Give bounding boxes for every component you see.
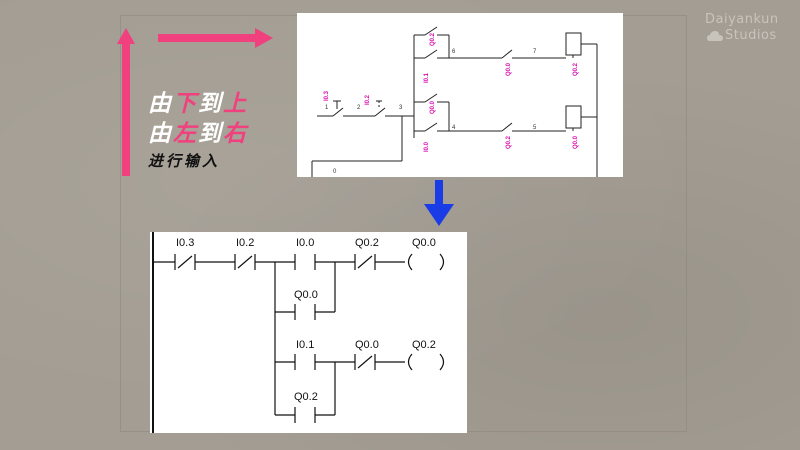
label-i02: I0.2 bbox=[365, 94, 371, 105]
relay-circuit-panel: I0.3 I0.2 Q0.2 I0.1 Q0.0 Q0.2 Q0.0 I0.0 … bbox=[297, 13, 623, 177]
ladder-label-q00-coil: Q0.0 bbox=[412, 237, 436, 249]
node-number: 3 bbox=[399, 105, 403, 111]
node-number: 5 bbox=[533, 125, 537, 131]
caption-char: 到 bbox=[198, 91, 223, 117]
arrow-right-icon bbox=[158, 28, 273, 48]
ladder-label-q00-branch: Q0.0 bbox=[294, 289, 318, 301]
label-q00-coil: Q0.0 bbox=[573, 135, 579, 149]
label-q00-mid: Q0.0 bbox=[506, 62, 512, 76]
label-q00-switch: Q0.0 bbox=[430, 100, 436, 114]
ladder-label-i01: I0.1 bbox=[296, 339, 314, 351]
ladder-diagram-panel: I0.3 I0.2 I0.0 Q0.2 Q0.0 Q0.0 I0.1 Q0.0 … bbox=[150, 232, 467, 433]
caption-char: 到 bbox=[198, 121, 223, 147]
ladder-label-i02: I0.2 bbox=[236, 237, 254, 249]
caption-char-accent: 下 bbox=[173, 91, 198, 117]
studio-logo: Daiyankun Studios bbox=[705, 12, 795, 46]
node-number: 2 bbox=[357, 105, 361, 111]
node-number: 0 bbox=[333, 169, 337, 175]
label-i03: I0.3 bbox=[324, 90, 330, 101]
caption-left-to-right: 由左到右 bbox=[148, 114, 248, 148]
caption-bottom-to-top: 由下到上 bbox=[148, 84, 248, 118]
node-number: 4 bbox=[452, 125, 456, 131]
arrow-up-icon bbox=[117, 28, 135, 176]
node-number: 1 bbox=[325, 105, 329, 111]
ladder-diagram: I0.3 I0.2 I0.0 Q0.2 Q0.0 Q0.0 I0.1 Q0.0 … bbox=[152, 232, 445, 433]
node-number: 7 bbox=[533, 49, 537, 55]
label-q02-coil: Q0.2 bbox=[573, 62, 579, 76]
label-q02-mid: Q0.2 bbox=[506, 135, 512, 149]
ladder-label-q02-branch: Q0.2 bbox=[294, 391, 318, 403]
caption-char-accent: 左 bbox=[173, 121, 198, 147]
ladder-label-q02-nc: Q0.2 bbox=[355, 237, 379, 249]
label-q02-switch: Q0.2 bbox=[430, 32, 436, 46]
logo-line1: Daiyankun bbox=[705, 12, 779, 27]
ladder-label-q02-coil: Q0.2 bbox=[412, 339, 436, 351]
cloud-icon bbox=[707, 31, 723, 41]
caption-char-accent: 右 bbox=[223, 121, 248, 147]
caption-char: 由 bbox=[148, 91, 173, 117]
ladder-label-i03: I0.3 bbox=[176, 237, 194, 249]
caption-char-accent: 上 bbox=[223, 91, 248, 117]
node-number: 6 bbox=[452, 49, 456, 55]
caption-char: 由 bbox=[148, 121, 173, 147]
arrow-down-icon bbox=[424, 180, 454, 226]
label-i00: I0.0 bbox=[424, 141, 430, 152]
relay-circuit-diagram: I0.3 I0.2 Q0.2 I0.1 Q0.0 Q0.2 Q0.0 I0.0 … bbox=[311, 26, 598, 177]
ladder-label-q00-nc: Q0.0 bbox=[355, 339, 379, 351]
ladder-label-i00: I0.0 bbox=[296, 237, 314, 249]
label-i01: I0.1 bbox=[424, 72, 430, 83]
logo-line2: Studios bbox=[725, 28, 777, 43]
caption-input: 进行输入 bbox=[148, 152, 221, 170]
